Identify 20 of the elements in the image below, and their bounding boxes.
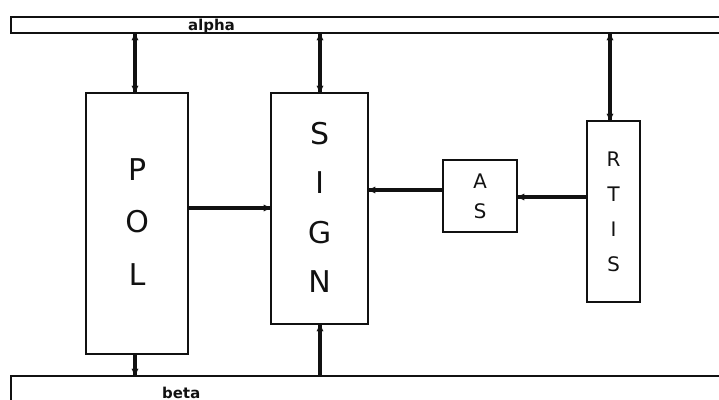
box-label: RTIS: [606, 146, 622, 278]
arrow: [189, 204, 271, 212]
arrow: [316, 324, 324, 375]
bus-band: [10, 375, 719, 400]
arrow: [132, 355, 138, 376]
bus-band: [10, 16, 719, 34]
arrow: [132, 33, 138, 93]
bus-label: beta: [162, 386, 200, 400]
process-box: [586, 120, 641, 303]
box-label: SIGN: [308, 116, 332, 302]
arrow: [316, 33, 324, 93]
arrow: [606, 33, 614, 121]
box-label: AS: [472, 168, 488, 225]
arrow: [517, 194, 586, 200]
arrow: [368, 186, 442, 194]
process-box: [85, 92, 189, 355]
process-box: [270, 92, 369, 325]
bus-label: alpha: [188, 18, 235, 32]
box-label: POL: [125, 152, 149, 295]
process-box: [442, 159, 518, 233]
